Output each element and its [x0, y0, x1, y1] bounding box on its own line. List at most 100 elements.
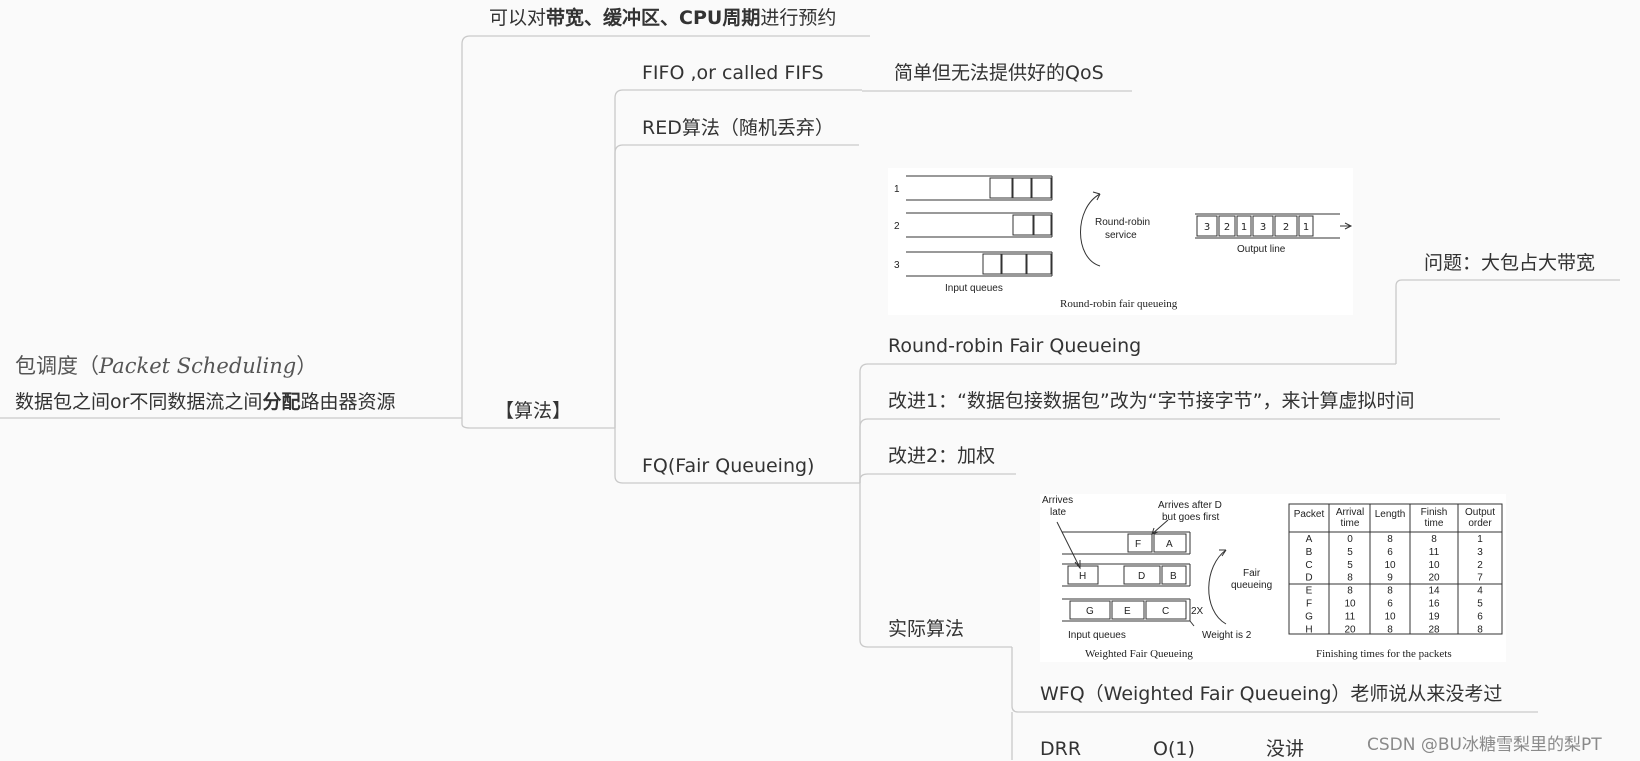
wfq-table-header: time: [1425, 518, 1444, 529]
wfq-table-cell: 8: [1477, 624, 1483, 635]
wfq-q2-d: D: [1138, 571, 1145, 582]
root-title[interactable]: 包调度（Packet Scheduling）: [15, 354, 317, 378]
root-subtitle: 数据包之间or不同数据流之间分配路由器资源: [15, 390, 395, 414]
wfq-table-cell: 9: [1387, 573, 1393, 584]
wfq-table-header: order: [1468, 518, 1492, 529]
root-title-prefix: 包调度（: [15, 354, 99, 378]
wfq-q1-f: F: [1135, 539, 1141, 550]
node-drr[interactable]: DRR: [1040, 738, 1082, 760]
root-title-suffix: ）: [296, 354, 318, 378]
rr-q3-cell-2: [1001, 253, 1027, 275]
rr-output-cell-label: 1: [1241, 222, 1247, 233]
wfq-table-cell: H: [1305, 624, 1312, 635]
wfq-table-cell: C: [1305, 560, 1312, 571]
reserve-post: 进行预约: [760, 7, 837, 29]
node-drr-note[interactable]: 没讲: [1266, 738, 1305, 760]
rr-queue-num-3: 3: [894, 260, 900, 271]
node-fq[interactable]: FQ(Fair Queueing): [642, 455, 815, 477]
wfq-table-cell: D: [1305, 573, 1312, 584]
node-improve2[interactable]: 改进2：加权: [888, 445, 996, 467]
wfq-arrives-late-1: Arrives: [1042, 495, 1073, 506]
wfq-table-cell: F: [1306, 599, 1312, 610]
wfq-table-cell: 11: [1429, 547, 1440, 558]
wfq-q3-g: G: [1086, 606, 1094, 617]
rr-output-cell: [1298, 215, 1314, 237]
rr-service-label-2: service: [1105, 230, 1137, 241]
wfq-table-cell: 14: [1428, 586, 1440, 597]
edge-rr-problem: [1395, 279, 1620, 364]
wfq-table-cell: 0: [1347, 534, 1353, 545]
wfq-table-cell: 28: [1428, 624, 1440, 635]
rr-queue-num-2: 2: [894, 221, 900, 232]
node-red[interactable]: RED算法（随机丢弃）: [642, 117, 834, 139]
edge-improve2: [859, 473, 1016, 483]
wfq-table-cell: 10: [1344, 599, 1356, 610]
wfq-table-cell: 8: [1387, 586, 1393, 597]
edge-improve1: [859, 418, 1500, 483]
wfq-q3-cell-g: [1069, 600, 1111, 620]
reserve-bold: 带宽、缓冲区、CPU周期: [546, 7, 761, 29]
wfq-table-cell: 5: [1347, 547, 1353, 558]
wfq-table-header: time: [1341, 518, 1360, 529]
wfq-arrives-late-2: late: [1050, 507, 1067, 518]
wfq-input-label: Input queues: [1068, 630, 1126, 641]
rr-queue-num-1: 1: [894, 184, 900, 195]
wfq-q3-e: E: [1124, 606, 1131, 617]
wfq-table-cell: 6: [1387, 599, 1393, 610]
wfq-table-border: [1288, 503, 1503, 635]
wfq-table-cell: 10: [1384, 611, 1396, 622]
figure-round-robin-svg: 1 2 3 Input queues Round-robin service O…: [894, 175, 1353, 310]
rr-output-cell-label: 2: [1283, 222, 1289, 233]
rr-q2-cell-1: [1012, 214, 1034, 236]
rr-output-cell: [1196, 215, 1218, 237]
wfq-arrives-after-2: but goes first: [1162, 512, 1219, 523]
node-algo[interactable]: 【算法】: [495, 400, 572, 422]
wfq-table-cell: 20: [1428, 573, 1440, 584]
wfq-q1-a: A: [1166, 539, 1173, 550]
wfq-arrow-after: [1151, 519, 1169, 535]
node-fifo-note[interactable]: 简单但无法提供好的QoS: [894, 62, 1104, 84]
edge-wfq: [1011, 647, 1538, 713]
node-rr-problem[interactable]: 问题：大包占大带宽: [1424, 252, 1596, 274]
rr-output-cell: [1236, 215, 1252, 237]
wfq-table-header: Finish: [1421, 507, 1448, 518]
wfq-arrow-late: [1056, 521, 1081, 569]
rr-output-cell: [1252, 215, 1274, 237]
edge-reserve: [461, 35, 870, 418]
rr-output-label: Output line: [1237, 244, 1286, 255]
wfq-q2-h: H: [1079, 571, 1086, 582]
wfq-table-cell: 5: [1347, 560, 1353, 571]
rr-q3-cell-1: [982, 253, 1002, 275]
wfq-table-cell: 8: [1387, 534, 1393, 545]
rr-output-cell: [1218, 215, 1236, 237]
rr-q1-cell-1: [989, 177, 1013, 199]
node-wfq[interactable]: WFQ（Weighted Fair Queueing）老师说从来没考过: [1040, 683, 1503, 705]
rr-q1-cell-3: [1031, 177, 1052, 199]
figure-wfq-svg: Arrives late Arrives after D but goes fi…: [1042, 495, 1503, 660]
figure-wfq: Arrives late Arrives after D but goes fi…: [1040, 494, 1506, 662]
node-rr[interactable]: Round-robin Fair Queueing: [888, 335, 1142, 357]
node-drr-complexity[interactable]: O(1): [1153, 738, 1195, 760]
wfq-table-header: Packet: [1294, 509, 1325, 520]
node-fifo[interactable]: FIFO ,or called FIFS: [642, 62, 824, 84]
root-subtitle-post: 路由器资源: [300, 391, 396, 413]
rr-input-label: Input queues: [945, 283, 1003, 294]
wfq-table-cell: 8: [1431, 534, 1437, 545]
node-actual[interactable]: 实际算法: [888, 618, 965, 640]
wfq-table-cell: 19: [1428, 611, 1440, 622]
wfq-q2-cell-b: [1161, 565, 1187, 585]
watermark: CSDN @BU冰糖雪梨里的梨PT: [1367, 735, 1602, 755]
wfq-table-cell: 1: [1477, 534, 1483, 545]
wfq-fair-2: queueing: [1231, 580, 1272, 591]
rr-output-cell-label: 1: [1303, 222, 1309, 233]
rr-q1-cell-2: [1012, 177, 1032, 199]
node-reserve[interactable]: 可以对带宽、缓冲区、CPU周期进行预约: [489, 6, 836, 30]
wfq-two-x: 2X: [1191, 606, 1204, 617]
node-improve1[interactable]: 改进1：“数据包接数据包”改为“字节接字节”，来计算虚拟时间: [888, 390, 1415, 412]
wfq-table-cell: 2: [1477, 560, 1483, 571]
wfq-table-cell: 10: [1384, 560, 1396, 571]
wfq-fair-1: Fair: [1243, 568, 1261, 579]
